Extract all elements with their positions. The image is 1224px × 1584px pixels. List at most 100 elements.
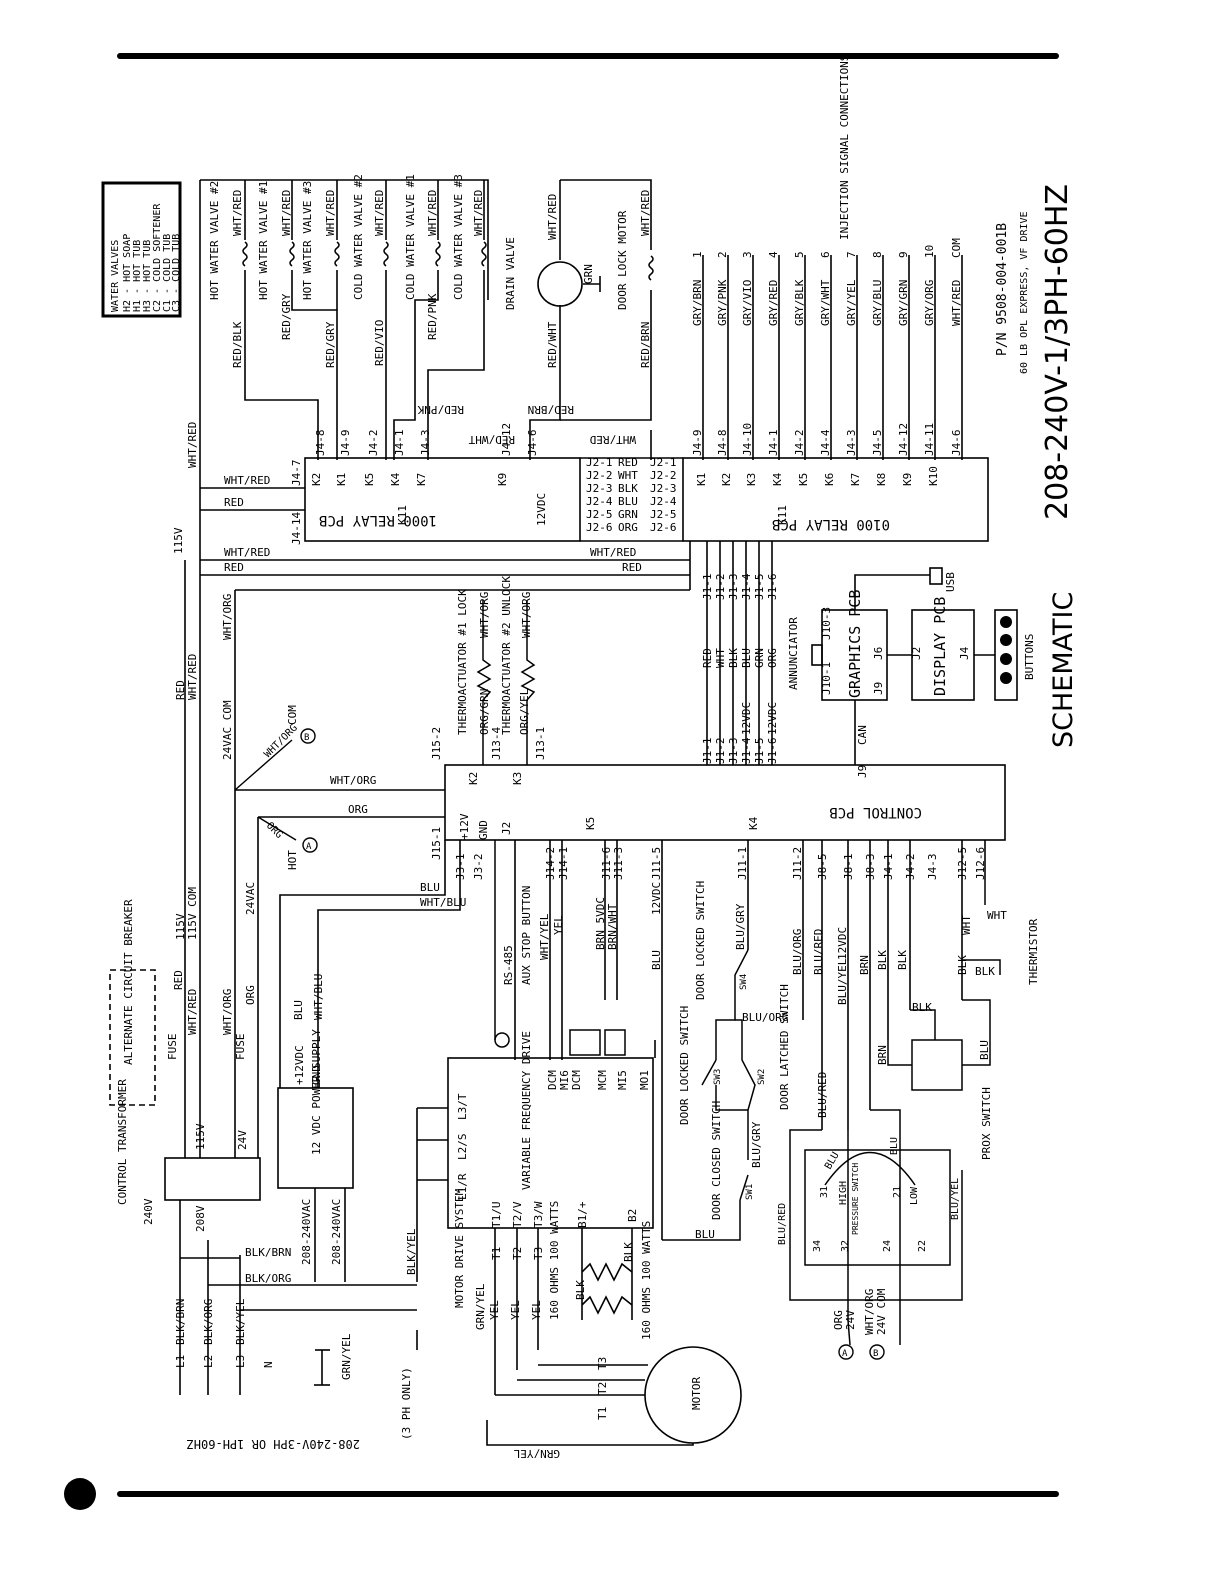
- bottom-rule: [117, 1491, 1059, 1497]
- wire-label: YEL: [488, 1300, 501, 1320]
- wire-label: RED: [172, 970, 185, 990]
- j1-pin: J1-5: [753, 574, 766, 601]
- control-pin: J15-1: [430, 827, 443, 860]
- wire-label: YEL: [552, 915, 565, 935]
- wire-label: 115V: [174, 913, 187, 940]
- j1-pin: J1-4: [740, 737, 753, 764]
- control-pin: J14-1: [557, 847, 570, 880]
- j1-pin: J1-2: [714, 574, 727, 601]
- wire-label: 12VDC: [740, 702, 753, 735]
- transformer-label: CONTROL TRANSFORMER: [116, 1079, 129, 1205]
- vfd-terminal: L2/S: [456, 1134, 469, 1161]
- wire-label: BLU: [650, 950, 663, 970]
- wire-label: BLK: [896, 950, 909, 970]
- injection-pin: J4-8: [716, 430, 729, 457]
- wire-label: BLK: [876, 950, 889, 970]
- j1-color: WHT: [714, 648, 727, 668]
- j2-bus-pin: J2-3: [650, 482, 677, 495]
- control-pin: J12-5: [956, 847, 969, 880]
- psu-pin: GND: [310, 1065, 323, 1085]
- control-pin: J8-5: [816, 854, 829, 881]
- relay-pin: J4-14: [290, 512, 303, 545]
- control-pcb-box: [234, 764, 1006, 1240]
- vfd-terminal: MI5: [616, 1070, 629, 1090]
- switch-id: SW4: [739, 974, 749, 990]
- rs485-label: RS-485: [502, 945, 515, 985]
- j1-color: ORG: [766, 648, 779, 668]
- relay: K9: [901, 473, 914, 486]
- relay: K2: [310, 473, 323, 486]
- ref-letter: A: [306, 842, 312, 852]
- injection-num: 8: [871, 251, 884, 258]
- wire-label: 12VDC: [836, 927, 849, 960]
- injection-pin: J4-12: [897, 423, 910, 456]
- pressure-switch: [789, 1109, 963, 1346]
- injection-wire: GRY/VIO: [741, 280, 754, 326]
- wire-label: WHT/RED: [590, 546, 636, 559]
- relay: K7: [849, 473, 862, 486]
- control-pin: J15-2: [430, 727, 443, 760]
- relay-pcb-1000-label: 1000 RELAY PCB: [319, 512, 437, 528]
- j1-pin: J1-2: [714, 738, 727, 765]
- wire-label: CAN: [856, 725, 869, 745]
- injection-num: 7: [845, 251, 858, 258]
- pressure-terminal: 24: [882, 1240, 893, 1252]
- ref-letter: B: [304, 733, 309, 743]
- relay: K2: [720, 473, 733, 486]
- control-pin: J8-3: [864, 854, 877, 881]
- wire-label: WHT/RED: [224, 474, 270, 487]
- wire-label: WHT/BLU: [312, 974, 325, 1020]
- control-pin: J12-6: [974, 847, 987, 880]
- vfd-feed-wire: BLK/BRN: [245, 1246, 291, 1259]
- transformer-volt: 208V: [194, 1205, 207, 1232]
- ref-letter: B: [873, 1349, 878, 1359]
- supply-line: L1: [174, 1355, 187, 1368]
- valve-label: HOT WATER VALVE #2: [208, 181, 221, 300]
- injection-num: 2: [716, 251, 729, 258]
- wire-label: RED/GRY: [324, 321, 337, 368]
- legend-item: C2 - COLD SOFTENER: [152, 203, 163, 312]
- title-text: 208-240V-1/3PH-60HZ: [1040, 184, 1075, 520]
- control-pin: J8-1: [842, 854, 855, 881]
- ref-letter: A: [842, 1349, 848, 1359]
- wire-label: WHT/ORG: [221, 989, 234, 1035]
- control-pin: J11-1: [736, 847, 749, 880]
- wire-label: BRN 5VDC: [594, 897, 607, 950]
- motor-terminal: T2: [596, 1382, 609, 1395]
- relay: K9: [496, 473, 509, 486]
- valve-label: COLD WATER VALVE #1: [404, 174, 417, 300]
- legend-item: H1 - HOT TUB: [132, 240, 143, 312]
- vfd-terminal: MI6: [558, 1070, 571, 1090]
- wire-label: YEL: [509, 1300, 522, 1320]
- control-pin: J11-6: [600, 847, 613, 880]
- vfd-terminal: MO1: [638, 1070, 651, 1090]
- wire-label: WHT/RED: [472, 190, 485, 236]
- relay: K3: [511, 772, 524, 785]
- wire-label: WHT/RED: [231, 190, 244, 236]
- pressure-low: LOW: [909, 1186, 920, 1205]
- wire-label: RED/WHT: [546, 321, 559, 368]
- graphics-pin: J10-3: [820, 607, 833, 640]
- wire-label: COM: [286, 705, 299, 725]
- wire-label: WHT/ORG: [262, 723, 300, 761]
- wire-label: BLU/GRY: [750, 1121, 763, 1168]
- injection-num: 4: [767, 251, 780, 258]
- injection-num: 6: [819, 251, 832, 258]
- subtitle-text: 60 LB OPL EXPRESS, VF DRIVE: [1019, 211, 1030, 374]
- relay-pin: J4-7: [290, 460, 303, 487]
- motor-terminal: T1: [596, 1407, 609, 1420]
- injection-pin: J4-6: [950, 430, 963, 457]
- switch-id: SW1: [745, 1184, 755, 1200]
- relay: K4: [389, 472, 402, 486]
- control-pin: J4-3: [926, 854, 939, 881]
- injection-wire: WHT/RED: [950, 280, 963, 326]
- j1-pin: J1-1: [701, 738, 714, 765]
- relay: K2: [467, 772, 480, 785]
- transformer-volt: 24V: [236, 1130, 249, 1150]
- wire-label: BLK: [956, 955, 969, 975]
- j1-color: BLK: [727, 648, 740, 668]
- wire-label: BLU/YEL: [836, 958, 849, 1005]
- power-pin: GND: [477, 820, 490, 840]
- wire-label: ORG: [348, 803, 368, 816]
